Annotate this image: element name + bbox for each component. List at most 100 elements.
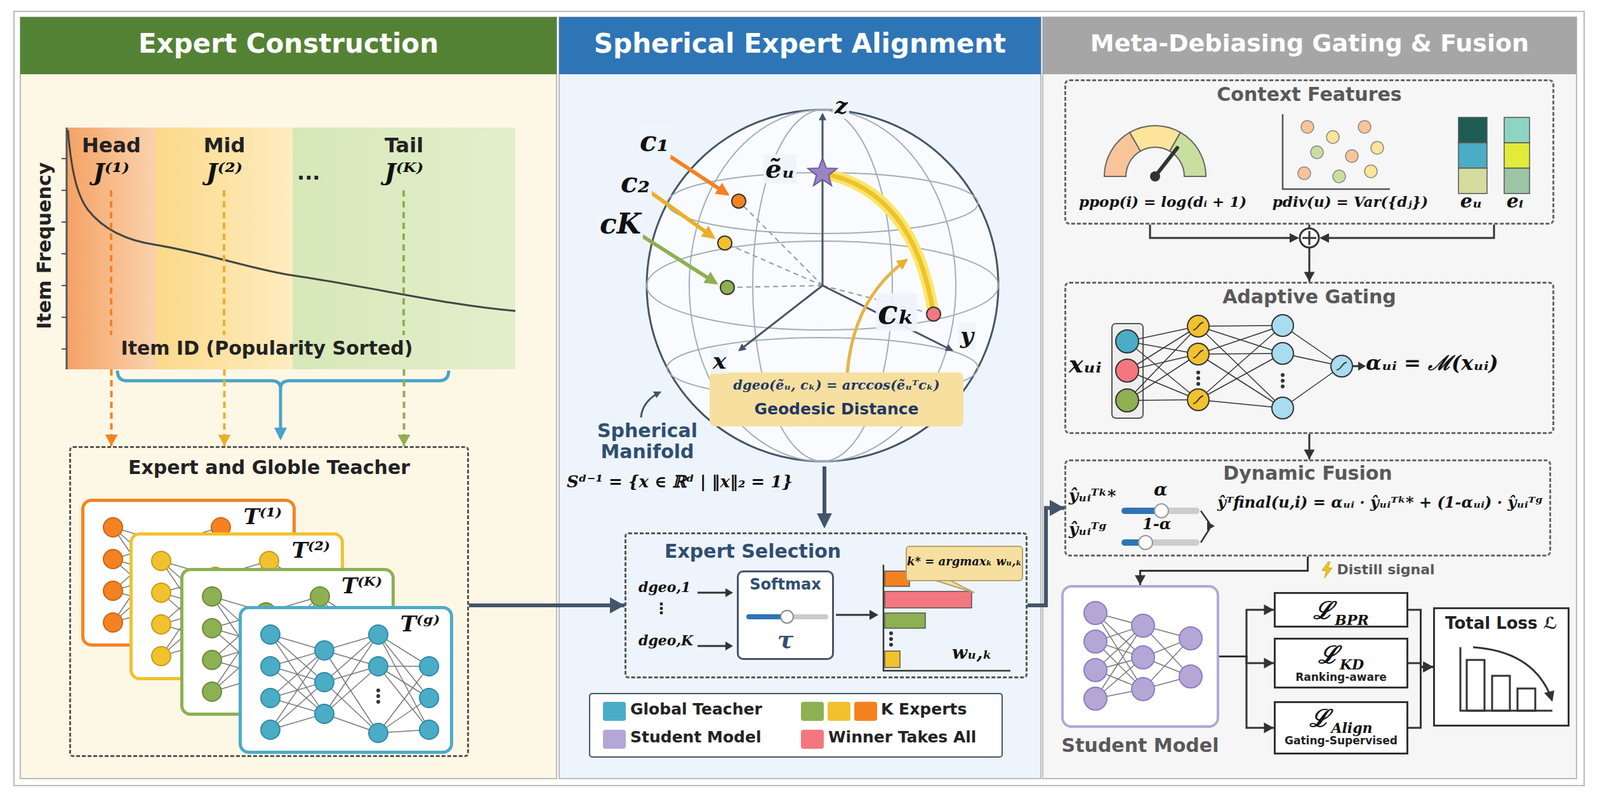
node-title: Total Loss ℒ (1434, 614, 1568, 634)
arrowhead (397, 434, 411, 447)
node-title: T⁽²⁾ (282, 538, 340, 563)
node-title: Spherical Expert Alignment (559, 28, 1041, 60)
connector (223, 369, 226, 447)
edge-label: Distill signal (1318, 561, 1438, 579)
connector (469, 603, 625, 608)
label: Item Frequency (33, 140, 56, 351)
label: c₂ (618, 166, 652, 200)
node-title: Tail (292, 133, 516, 158)
label: ŷᵤᵢᵀᵍ (1068, 520, 1107, 540)
node-title: Expert Construction (20, 28, 557, 60)
arrowhead (1423, 661, 1434, 673)
loss-box: ℒAlignGating-Supervised (1273, 701, 1409, 755)
arrowhead (1303, 449, 1315, 461)
loss-box: ℒKDRanking-aware (1273, 637, 1409, 689)
legend-swatch (602, 701, 626, 721)
arrowhead (1264, 657, 1275, 669)
arrowhead (105, 434, 119, 447)
arrowhead (1264, 722, 1275, 734)
label: c₁ (637, 125, 671, 159)
total-loss-box: Total Loss ℒ (1433, 607, 1570, 727)
label: ⋮ (653, 600, 669, 619)
node-title: dgeo(ẽᵤ, cₖ) = arccos(ẽᵤᵀcₖ) (709, 377, 964, 393)
callout-box: k* = argmaxₖ wᵤ,ₖ (905, 545, 1024, 582)
loss-symbol: ℒ (1313, 595, 1334, 625)
node-title: Softmax (738, 576, 833, 595)
label: xᵤᵢ (1068, 350, 1102, 379)
connector (1408, 667, 1434, 728)
node-title: T⁽ᴷ⁾ (333, 573, 391, 599)
node-title: Context Features (1066, 83, 1553, 106)
label: Item ID (Popularity Sorted) (100, 337, 434, 360)
legend-text: Winner Takes All (828, 728, 977, 748)
node-text: J⁽¹⁾ (66, 158, 157, 186)
loss-symbol: ℒ (1318, 640, 1339, 669)
label: ŷᵤᵢᵀᵏ* (1068, 486, 1116, 506)
teacher-card: T⁽ᵍ⁾ (238, 606, 454, 754)
label: z (832, 92, 850, 119)
loss-symbol-row: ℒBPR (1275, 596, 1407, 625)
arrowhead (1423, 661, 1434, 673)
legend-text: Student Model (630, 728, 762, 748)
arrowhead (1134, 575, 1146, 586)
node-title: Student Model (1042, 734, 1239, 758)
node-title: Meta-Debiasing Gating & Fusion (1042, 29, 1577, 58)
formula-box: dgeo(ẽᵤ, cₖ) = arccos(ẽᵤᵀcₖ)Geodesic Dis… (709, 372, 964, 427)
arrowhead (1423, 661, 1434, 673)
legend-text: K Experts (880, 700, 967, 720)
loss-symbol-row: ℒAlign (1275, 704, 1407, 733)
legend-swatch (854, 701, 878, 721)
node-title: Dynamic Fusion (1066, 462, 1550, 485)
connector (1219, 656, 1274, 729)
legend-swatch (800, 729, 824, 749)
node-text: τ (738, 625, 833, 654)
node-text: J⁽²⁾ (156, 158, 293, 186)
loss-subscript: Align (1330, 719, 1373, 737)
teacher-group: Expert and Globle TeacherT⁽¹⁾T⁽²⁾T⁽ᴷ⁾T⁽ᵍ… (69, 446, 470, 758)
node-title: Expert Selection (664, 540, 841, 563)
popularity-band: HeadJ⁽¹⁾ (66, 127, 157, 370)
label: ẽᵤ (763, 154, 797, 184)
node-title: T⁽ᵍ⁾ (391, 611, 449, 637)
popularity-band: TailJ⁽ᴷ⁾ (292, 127, 516, 370)
panel: Meta-Debiasing Gating & FusionContext Fe… (1042, 17, 1577, 779)
node-text: J⁽ᴷ⁾ (292, 158, 516, 186)
label: αᵤᵢ = ℳ(xᵤᵢ) (1365, 351, 1499, 376)
node-title: Adaptive Gating (1066, 286, 1553, 309)
label: pdiv(u) = Var({dⱼ}) (1259, 193, 1441, 211)
connector (1408, 609, 1434, 668)
label: α (1153, 479, 1168, 501)
panel: Spherical Expert Alignment dgeo(ẽᵤ, cₖ) =… (559, 17, 1041, 779)
edge-label-text: Distill signal (1337, 561, 1435, 578)
label: y (958, 322, 976, 349)
box-illustration (1063, 587, 1222, 731)
label: ppop(i) = log(dᵢ + 1) (1070, 193, 1255, 211)
label: cK (597, 208, 643, 241)
legend-swatch (602, 729, 626, 749)
connector (110, 369, 113, 447)
student-box: Student Model (1061, 585, 1220, 728)
connector (1140, 556, 1309, 586)
node-title: k* = argmaxₖ wᵤ,ₖ (906, 555, 1022, 569)
legend-text: Global Teacher (630, 700, 763, 720)
loss-subscript: KD (1339, 656, 1364, 673)
loss-note: Gating-Supervised (1275, 734, 1407, 748)
label: ··· (297, 166, 320, 190)
label: dgeo,1 (638, 579, 691, 596)
label: eᵢ (1495, 190, 1534, 213)
connector (1027, 508, 1065, 607)
popularity-band: MidJ⁽²⁾ (156, 127, 293, 370)
arrowhead (1264, 604, 1275, 615)
node-title: Mid (156, 133, 293, 158)
panel: Expert ConstructionHeadJ⁽¹⁾MidJ⁽²⁾TailJ⁽… (20, 17, 557, 779)
label: eᵤ (1452, 190, 1491, 213)
arrowhead (609, 597, 625, 614)
arrowhead (218, 434, 232, 447)
label: Sᵈ⁻¹ = {x ∈ ℝᵈ | ‖x‖₂ = 1} (566, 472, 793, 492)
loss-symbol-row: ℒKD (1275, 641, 1407, 669)
node-title: T⁽¹⁾ (234, 504, 292, 530)
label: 1-α (1142, 515, 1171, 534)
label: dgeo,K (638, 632, 694, 649)
label: x (710, 347, 728, 374)
